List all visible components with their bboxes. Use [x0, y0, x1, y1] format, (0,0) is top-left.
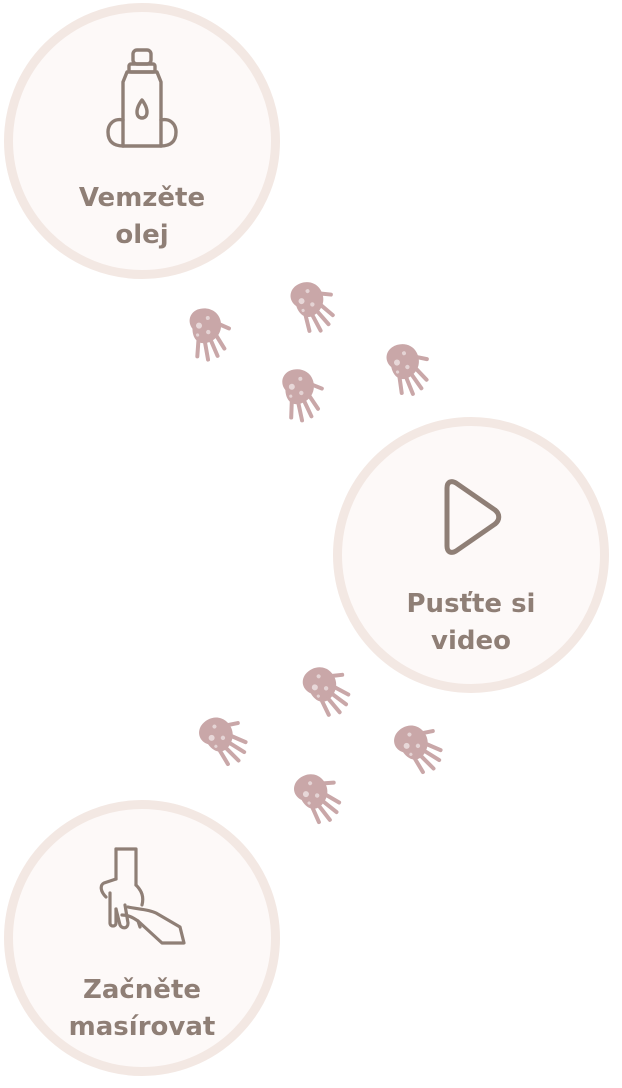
handprint	[278, 362, 330, 425]
handprint	[295, 654, 362, 722]
step-label: Vemzěte olej	[78, 183, 206, 250]
handprint	[194, 706, 257, 769]
step-label: Pusťte si video	[406, 589, 536, 656]
massage-hands-icon	[99, 847, 186, 945]
step-label: Začněte masírovat	[68, 975, 216, 1042]
handprint	[380, 334, 439, 401]
handprint	[287, 761, 353, 829]
handprint	[389, 714, 452, 777]
step-play-video[interactable]: Pusťte si video	[333, 417, 609, 693]
oil-bottle-icon	[106, 48, 178, 148]
handprint	[185, 302, 236, 364]
handprint	[286, 273, 343, 336]
step-start-massage: Začněte masírovat	[4, 800, 280, 1076]
step-take-oil: Vemzěte olej	[4, 3, 280, 279]
play-icon[interactable]	[435, 478, 507, 558]
